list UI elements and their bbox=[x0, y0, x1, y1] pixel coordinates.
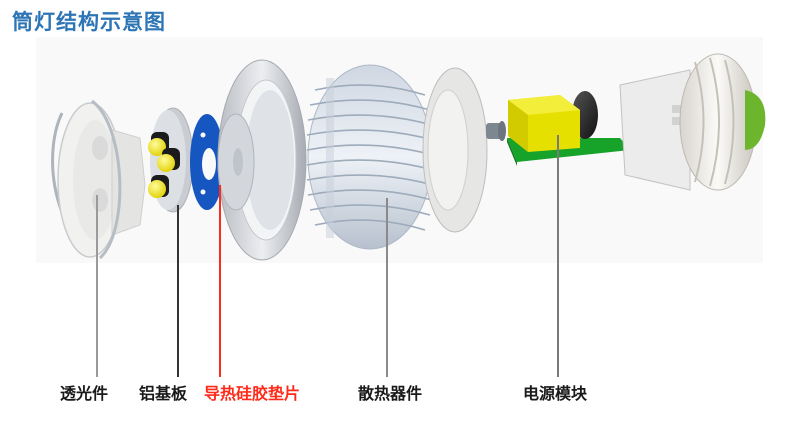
leader-line-heatsink bbox=[386, 198, 388, 377]
label-power-module: 电源模块 bbox=[523, 384, 588, 403]
rear-ring-part bbox=[422, 67, 506, 233]
diagram-title: 筒灯结构示意图 bbox=[12, 9, 166, 34]
label-heatsink: 散热器件 bbox=[358, 384, 423, 403]
heatsink-part bbox=[306, 64, 434, 250]
leader-line-lens bbox=[96, 195, 98, 377]
aluminum-board-part bbox=[148, 107, 194, 213]
label-lens: 透光件 bbox=[60, 384, 109, 403]
label-aluminum-board: 铝基板 bbox=[139, 384, 188, 403]
thermal-pad-part bbox=[190, 114, 224, 210]
label-thermal-pad: 导热硅胶垫片 bbox=[204, 384, 301, 403]
leader-line-aluminum-board bbox=[177, 205, 179, 377]
leader-line-thermal-pad bbox=[219, 185, 221, 377]
power-module-part bbox=[507, 91, 630, 166]
front-ring-part bbox=[217, 59, 307, 261]
lens-part bbox=[51, 99, 146, 260]
leader-line-power-module bbox=[557, 135, 559, 377]
lamp-base-part bbox=[619, 53, 766, 191]
